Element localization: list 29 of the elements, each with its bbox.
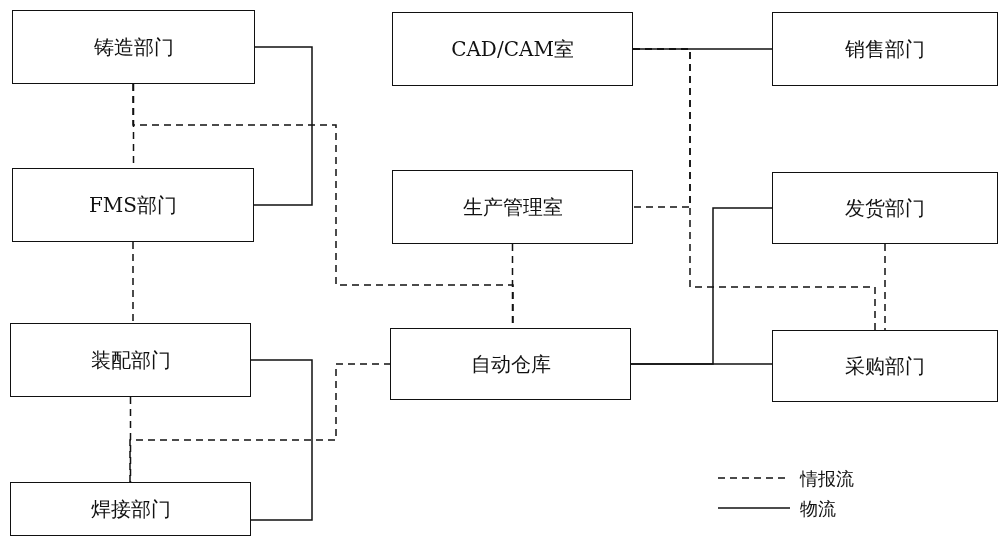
connector-line (630, 207, 773, 365)
box-label: 自动仓库 (470, 351, 551, 378)
box-label: 发货部门 (845, 195, 925, 222)
box-label: 焊接部门 (90, 496, 171, 523)
box-label: 销售部门 (845, 36, 925, 63)
connector-line (250, 359, 313, 521)
box-label: FMS部门 (88, 192, 178, 219)
department-box (10, 323, 251, 397)
legend-label: 情报流 (800, 466, 854, 491)
box-label: 生产管理室 (462, 194, 563, 221)
department-box (772, 12, 998, 86)
department-box (10, 482, 251, 536)
department-box (390, 328, 631, 400)
department-box (772, 330, 998, 402)
connector-line (132, 241, 134, 324)
department-box (772, 172, 998, 244)
department-box (392, 12, 633, 86)
box-label: 铸造部门 (93, 34, 174, 61)
connector-line (253, 46, 313, 206)
box-label: CAD/CAM室 (451, 36, 574, 63)
connector-line (632, 48, 876, 331)
department-box (12, 10, 255, 84)
box-label: 装配部门 (90, 347, 171, 374)
connector-line (129, 363, 391, 483)
legend-label: 物流 (800, 496, 836, 521)
box-label: 采购部门 (845, 353, 925, 380)
department-box (392, 170, 633, 244)
connector-line (884, 243, 886, 331)
department-box (12, 168, 254, 242)
